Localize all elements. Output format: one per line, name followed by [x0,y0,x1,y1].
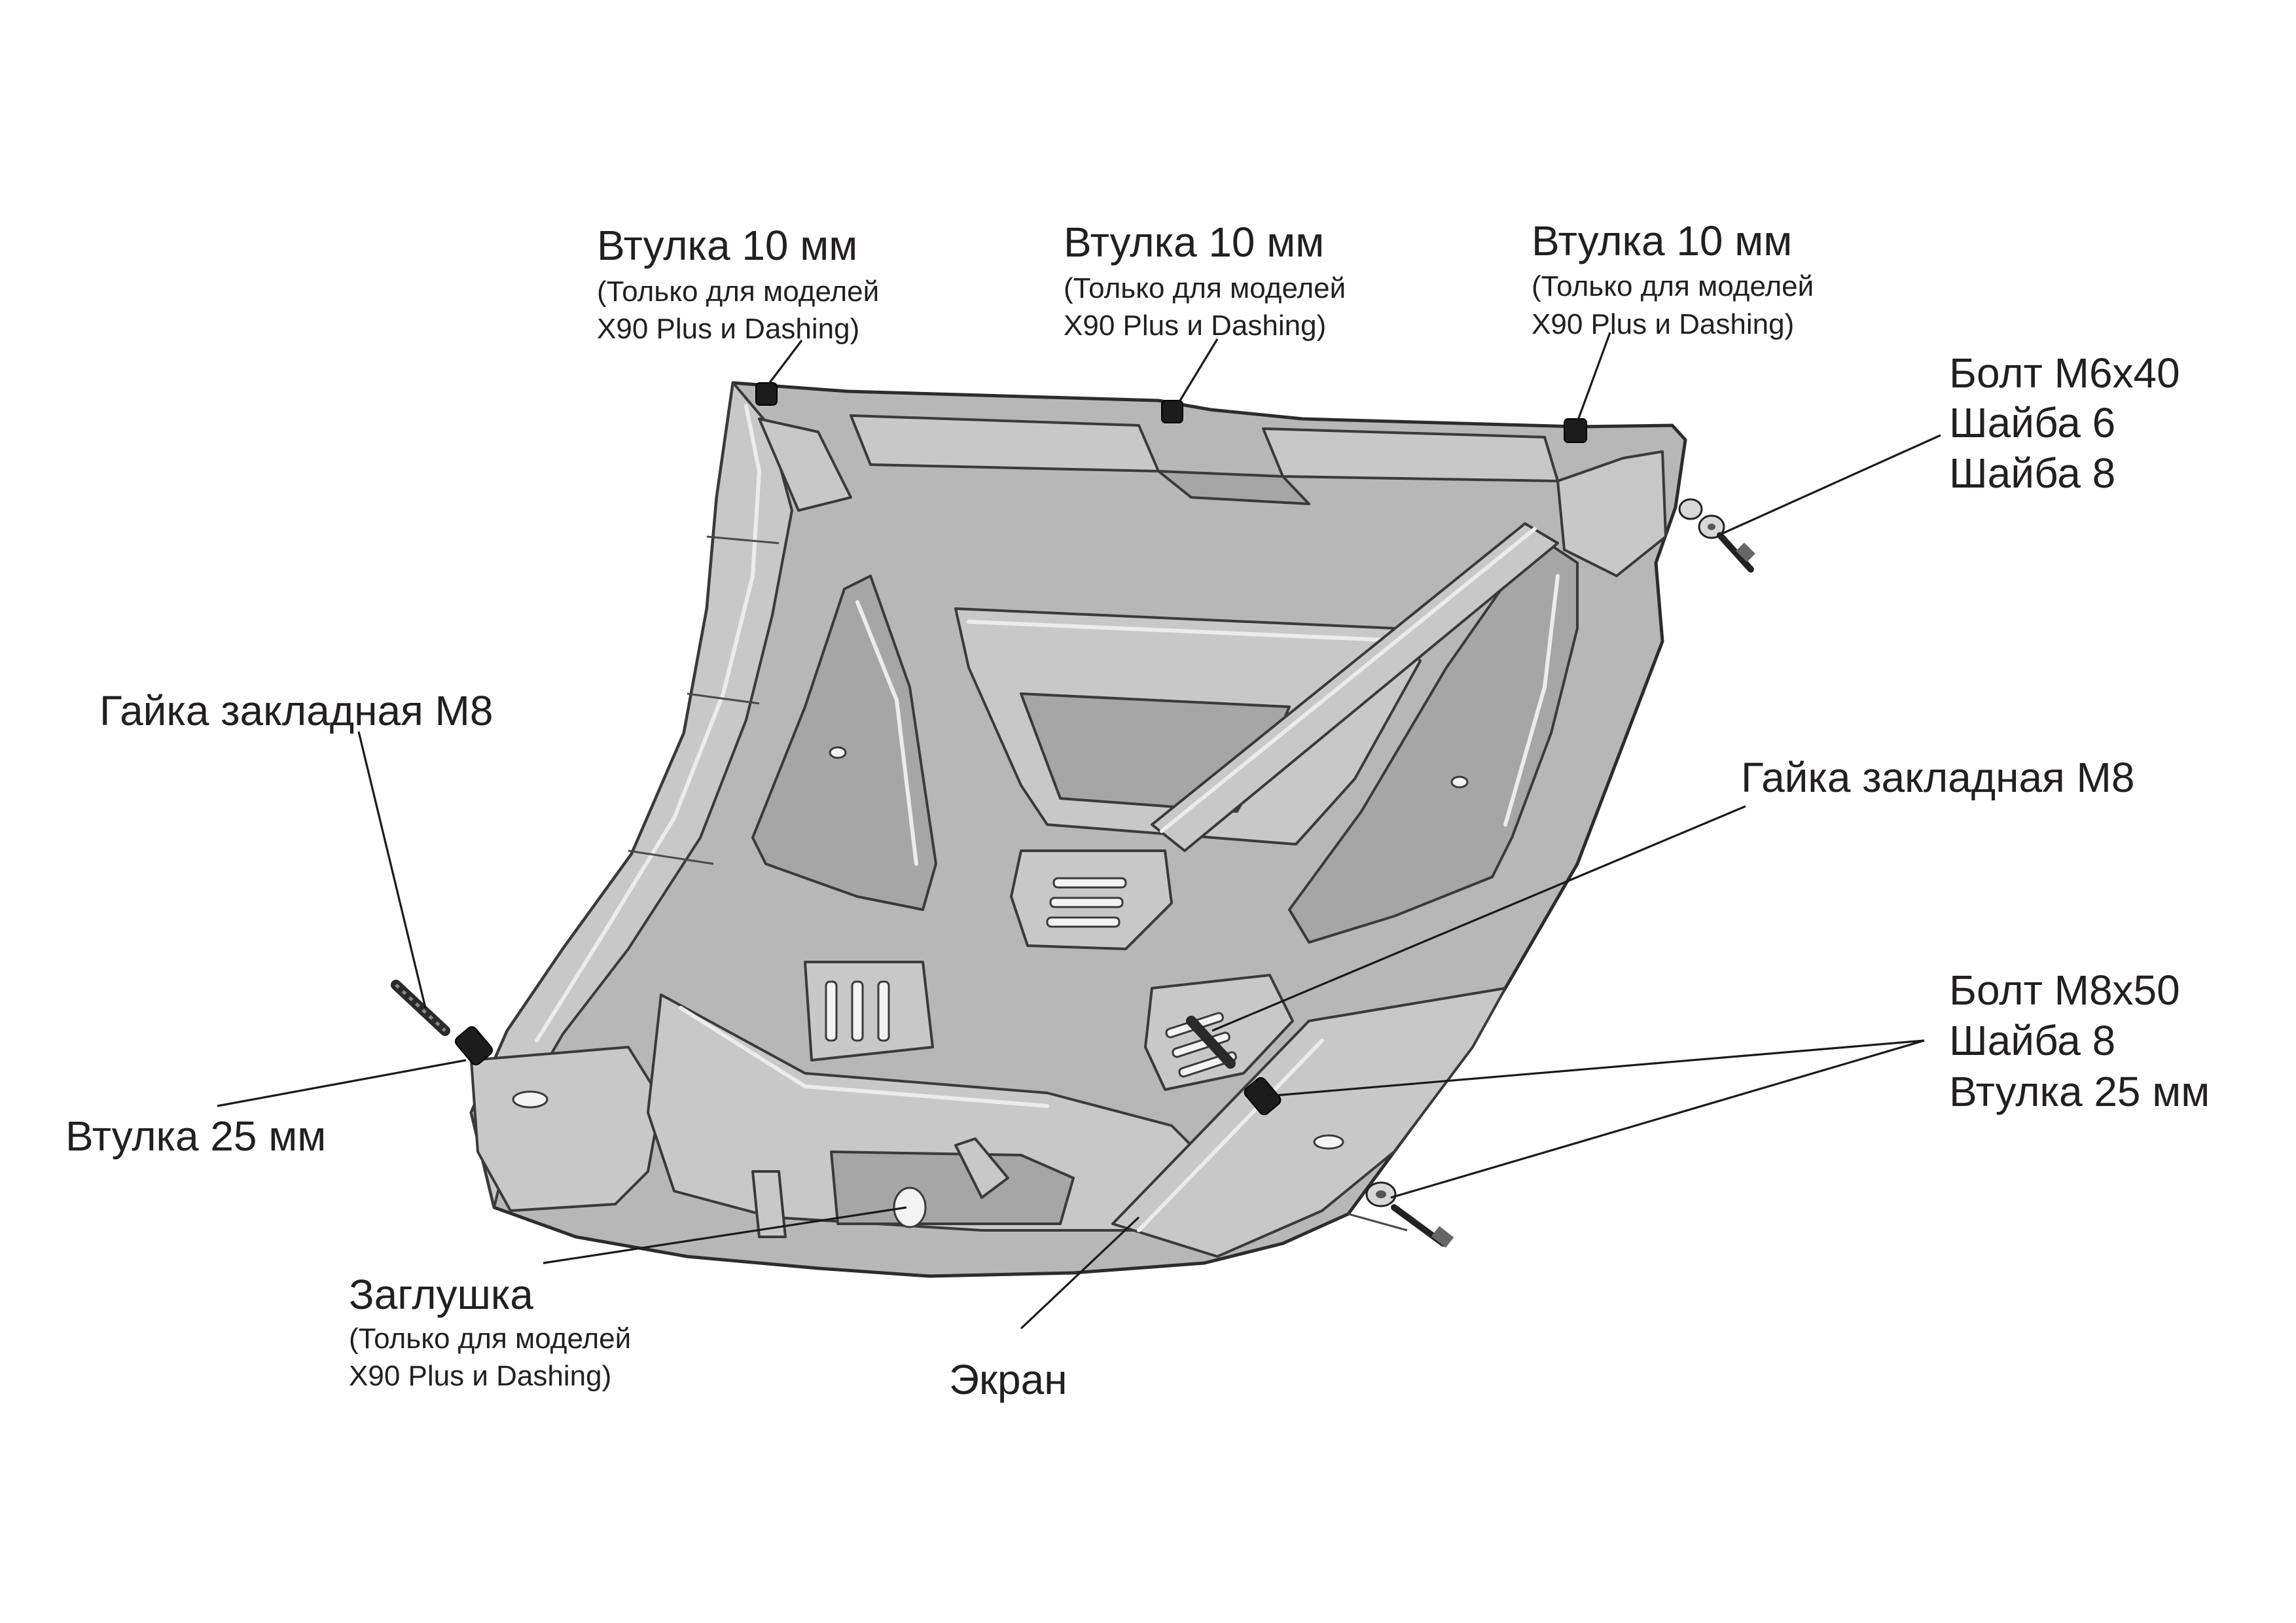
bushing-10mm-left [755,382,778,406]
labels: Втулка 10 мм (Только для моделей X90 Plu… [65,217,2210,1403]
top-block-left [850,414,1160,473]
embedded-nut-left [391,980,450,1036]
label-bushing10-b-note1: (Только для моделей [1064,272,1346,304]
bolt-m8-set [1365,1181,1454,1248]
label-bolt-m6: Болт М6х40 [1949,349,2180,397]
label-washer-6: Шайба 6 [1949,399,2115,446]
plug-hole [893,1186,927,1228]
label-bushing25-b: Втулка 25 мм [1949,1068,2210,1115]
label-plug-note2: X90 Plus и Dashing) [349,1360,611,1392]
label-bushing10-a-title: Втулка 10 мм [597,222,857,269]
diagonal-ridge [1151,522,1559,852]
hardware [391,382,1755,1248]
lower-left-pad [470,1046,662,1212]
label-bushing10-b-note2: X90 Plus и Dashing) [1064,310,1326,342]
label-bushing10-a-note2: X90 Plus и Dashing) [597,313,859,345]
label-plug-title: Заглушка [349,1271,533,1318]
label-nut-right: Гайка закладная М8 [1741,754,2134,801]
bushing-25mm-left [455,1026,493,1065]
left-triangle-recess [751,575,937,911]
label-washer-8-b: Шайба 8 [1949,1017,2115,1064]
label-bushing10-c-title: Втулка 10 мм [1532,217,1792,264]
bolt-m6-set [1678,498,1755,573]
label-nut-left: Гайка закладная М8 [99,687,493,734]
right-triangle-recess [1288,535,1579,944]
label-bushing25: Втулка 25 мм [65,1113,326,1160]
label-bushing10-c-note2: X90 Plus и Dashing) [1532,308,1794,340]
lower-right-ridge [1111,987,1507,1258]
bushing-10mm-right [1564,418,1587,443]
label-bushing10-b-title: Втулка 10 мм [1064,219,1324,266]
top-block-right [1262,427,1559,482]
label-screen: Экран [949,1356,1067,1403]
label-washer-8: Шайба 8 [1949,450,2115,497]
right-corner [1556,450,1667,577]
leader-lines [217,332,1941,1330]
bushing-25mm-right [1244,1077,1282,1116]
label-plug-note1: (Только для моделей [349,1323,631,1355]
skid-plate [469,381,1687,1278]
vent-block-2 [804,961,934,1061]
label-bushing10-c-note1: (Только для моделей [1532,270,1814,302]
vent-block-3 [1144,974,1294,1091]
label-bolt-m8: Болт М8х50 [1949,967,2180,1014]
embedded-nut-right [1186,1016,1236,1069]
label-bushing10-a-note1: (Только для моделей [597,276,879,308]
